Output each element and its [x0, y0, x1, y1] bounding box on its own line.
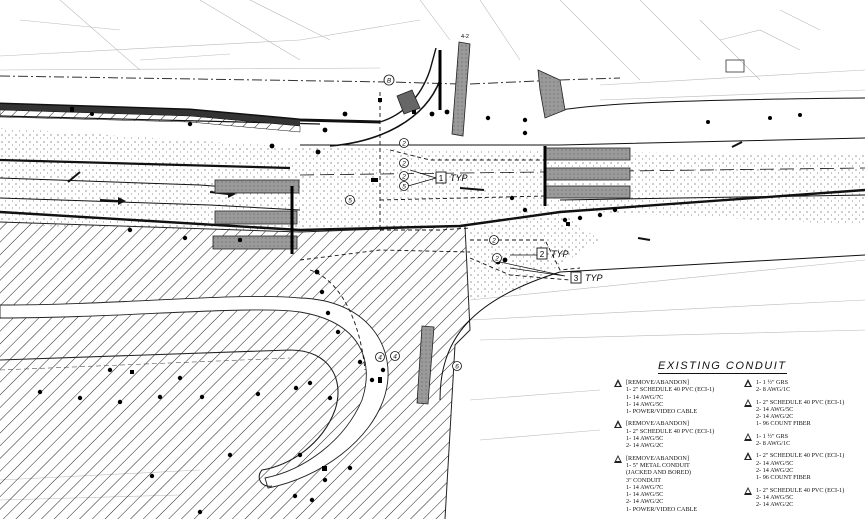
legend-line: 2- 14 AWG/2C [756, 466, 794, 474]
legend-item: [REMOVE/ABANDON]1- 2" SCHEDULE 40 PVC (E… [614, 420, 732, 449]
svg-text:2: 2 [491, 238, 496, 245]
curb-strip [0, 104, 301, 133]
svg-text:6: 6 [455, 364, 459, 371]
svg-text:3: 3 [574, 274, 579, 283]
legend-line: 1- 96 COUNT FIBER [756, 474, 811, 482]
junction-boxes [70, 98, 570, 471]
callout-box-1: 1 TYP [435, 171, 468, 184]
legend-line: 3" CONDUIT [626, 476, 662, 484]
triangle-icon [744, 379, 752, 387]
legend-line: 1- POWER/VIDEO CABLE [626, 408, 698, 416]
conduit-runs [299, 92, 581, 371]
svg-text:1: 1 [439, 174, 444, 183]
legend-line: [REMOVE/ABANDON] [626, 454, 689, 462]
svg-text:B: B [387, 78, 392, 85]
svg-text:4: 4 [378, 355, 382, 362]
legend-line: 1- 14 AWG/7C [626, 393, 664, 401]
legend-line: 1- 2" SCHEDULE 40 PVC (ECI-1) [626, 386, 715, 394]
legend-line: 2- 14 AWG/2C [756, 413, 794, 421]
legend-line: 1- 14 AWG/5C [626, 435, 664, 443]
triangle-icon [744, 452, 752, 461]
legend-line: 1- 96 COUNT FIBER [756, 420, 811, 428]
legend-line: [REMOVE/ABANDON] [626, 379, 689, 386]
triangle-icon [744, 432, 752, 441]
access-road [0, 295, 389, 489]
legend-line: (JACKED AND BORED) [626, 469, 691, 477]
legend-item: [REMOVE/ABANDON]1- 2" SCHEDULE 40 PVC (E… [614, 379, 732, 415]
callout-leaders [407, 169, 566, 277]
mast-arms [290, 50, 547, 254]
svg-text:TYP: TYP [551, 249, 569, 259]
legend-line: 2- 14 AWG/2C [756, 501, 794, 509]
legend-line: 2- 14 AWG/2C [626, 498, 664, 506]
svg-text:5: 5 [348, 198, 352, 205]
circle-marker-labels: B 2 2 2 5 5 2 2 6 4 4 [348, 78, 499, 371]
legend-line: 2- 14 AWG/5C [756, 405, 794, 413]
existing-conduit-legend: EXISTING CONDUIT [REMOVE/ABANDON]1- 2" S… [604, 357, 862, 517]
legend-line: 1- 2" SCHEDULE 40 PVC (ECI-1) [756, 398, 845, 406]
legend-item: 1- 2" SCHEDULE 40 PVC (ECI-1)2- 14 AWG/5… [744, 486, 862, 509]
svg-text:2: 2 [540, 250, 545, 259]
legend-line: 2- 14 AWG/2C [626, 442, 664, 450]
triangle-icon [614, 454, 622, 463]
triangle-icon [614, 379, 622, 387]
legend-title: EXISTING CONDUIT [658, 360, 787, 374]
triangle-icon [614, 420, 622, 429]
svg-text:5: 5 [402, 184, 406, 191]
legend-line: 1- POWER/VIDEO CABLE [626, 505, 698, 513]
svg-text:2: 2 [401, 141, 406, 148]
pole-label: 4-2 [461, 34, 469, 40]
legend-line: 1- 14 AWG/5C [626, 491, 664, 499]
svg-text:4: 4 [393, 354, 397, 361]
building-outline [725, 59, 745, 73]
hatched-area [0, 221, 471, 519]
legend-line: 1- 1 ½" GRS [756, 432, 789, 440]
legend-item: 1- 2" SCHEDULE 40 PVC (ECI-1)2- 14 AWG/5… [744, 452, 862, 481]
legend-line: 2- 8 AWG/1C [756, 440, 791, 448]
circle-markers [345, 74, 502, 371]
svg-text:TYP: TYP [450, 173, 468, 183]
legend-line: 2- 14 AWG/5C [756, 459, 794, 467]
svg-text:TYP: TYP [585, 273, 603, 283]
legend-item: 1- 2" SCHEDULE 40 PVC (ECI-1)2- 14 AWG/5… [744, 398, 862, 428]
legend-line: 1- 14 AWG/7C [626, 483, 664, 491]
legend-line: 1- 2" SCHEDULE 40 PVC (ECI-1) [756, 486, 845, 494]
right-of-way-line [0, 75, 621, 85]
legend-item: [REMOVE/ABANDON]1- 5" METAL CONDUIT(JACK… [614, 454, 732, 513]
legend-line: 1- 2" SCHEDULE 40 PVC (ECI-1) [626, 427, 715, 435]
legend-left-column: [REMOVE/ABANDON]1- 2" SCHEDULE 40 PVC (E… [614, 379, 732, 517]
svg-text:2: 2 [401, 174, 406, 181]
legend-line: 2- 8 AWG/1C [756, 386, 791, 394]
callout-box-3: 3 TYP [570, 271, 603, 284]
svg-text:2: 2 [401, 161, 406, 168]
triangle-icon [744, 486, 752, 495]
triangle-icon [744, 398, 752, 407]
svg-text:2: 2 [494, 256, 499, 263]
callout-box-2: 2 TYP [536, 247, 569, 260]
pull-box-dots [37, 109, 802, 515]
legend-line: [REMOVE/ABANDON] [626, 420, 689, 428]
legend-line: 1- 2" SCHEDULE 40 PVC (ECI-1) [756, 452, 845, 460]
legend-line: 2- 14 AWG/5C [756, 493, 794, 501]
legend-line: 1- 1 ½" GRS [756, 379, 789, 386]
legend-line: 1- 14 AWG/5C [626, 400, 664, 408]
legend-line: 1- 5" METAL CONDUIT [626, 461, 690, 469]
